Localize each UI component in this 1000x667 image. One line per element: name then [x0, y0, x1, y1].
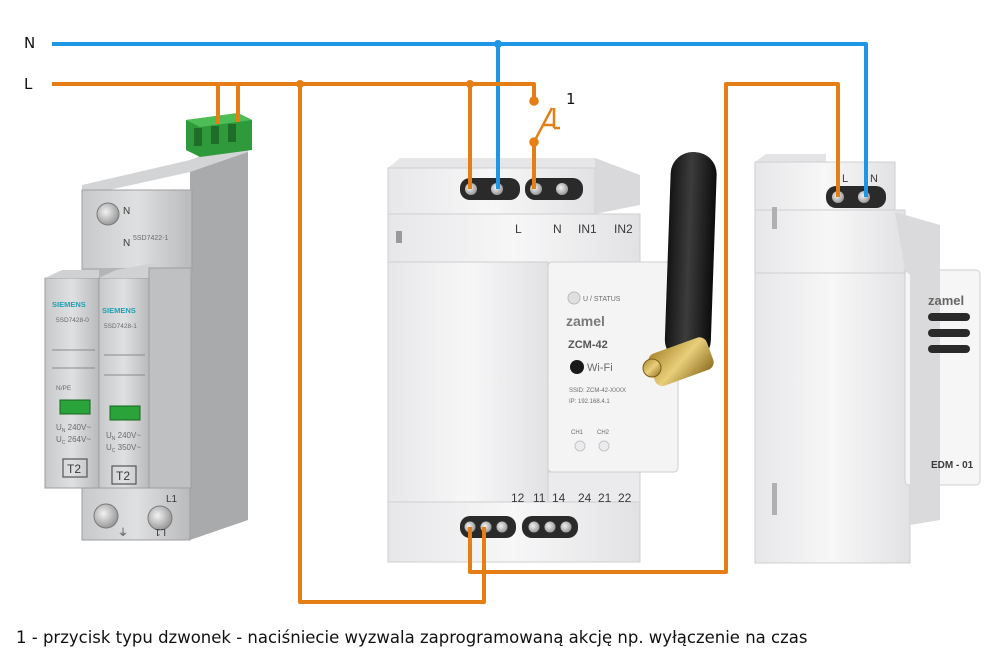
surge-l1-label: L1	[166, 494, 178, 505]
siemens-logo-right: SIEMENS	[102, 306, 136, 315]
surge-top-n2-label: N	[123, 238, 130, 249]
line-junction-2	[466, 80, 474, 88]
surge-left-model: 5SD7428-0	[56, 317, 89, 324]
surge-left-r1: U	[56, 423, 62, 432]
surge-left-r2-val: 264V~	[65, 435, 91, 444]
zcm-terminal-12: 12	[511, 491, 525, 505]
ch2-label: CH2	[597, 430, 610, 436]
zamel-logo-controller: zamel	[566, 313, 605, 329]
surge-left-r1-sub: N	[62, 428, 66, 434]
ch2-led	[598, 440, 610, 452]
speaker-slot-3	[928, 345, 970, 353]
surge-left-npe: N/PE	[56, 385, 72, 392]
ch1-label: CH1	[571, 430, 584, 436]
svg-text:UC 264V~: UC 264V~	[56, 435, 91, 446]
zcm-terminal-n: N	[553, 222, 562, 236]
edm-terminal-l: L	[842, 173, 848, 185]
zcm-terminal-l: L	[515, 222, 522, 236]
status-window-right	[109, 405, 141, 421]
status-led	[567, 291, 581, 305]
switch-number-label: 1	[566, 90, 576, 108]
line-wire	[52, 82, 840, 604]
surge-right-r2: U	[106, 443, 112, 452]
zcm-terminal-in2: IN2	[614, 222, 633, 236]
edm-01-doorbell: L N zamel EDM - 01	[754, 154, 981, 564]
ssid-label: SSID: ZCM-42-XXXX	[569, 388, 626, 394]
zcm-model-label: ZCM-42	[568, 339, 608, 351]
surge-right-r1-sub: N	[112, 436, 116, 442]
surge-l1-label-flipped: L1	[154, 526, 166, 537]
surge-left-r2-sub: C	[62, 440, 66, 446]
surge-left-r2: U	[56, 435, 62, 444]
doorbell-pushbutton-switch	[529, 96, 560, 147]
zcm-status-label: U / STATUS	[583, 296, 621, 303]
type-badge-left: T2	[67, 462, 81, 476]
zcm-terminal-14: 14	[552, 491, 566, 505]
surge-module-right: SIEMENS 5SD7428-1 UN 240V~ UC 350V~ T2	[98, 262, 192, 489]
surge-right-r2-val: 350V~	[115, 443, 141, 452]
zcm-terminal-21: 21	[598, 491, 612, 505]
wifi-label: Wi-Fi	[587, 362, 613, 374]
status-window-left	[59, 399, 91, 415]
edm-terminal-n: N	[870, 173, 878, 185]
zcm-terminal-in1: IN1	[578, 222, 597, 236]
surge-right-r1-val: 240V~	[115, 431, 141, 440]
surge-left-r1-val: 240V~	[65, 423, 91, 432]
type-badge-right: T2	[116, 469, 130, 483]
neutral-wire	[52, 42, 868, 197]
antenna-icon	[642, 152, 717, 386]
zamel-logo-doorbell: zamel	[928, 293, 964, 308]
surge-right-r2-sub: C	[112, 448, 116, 454]
speaker-slot-1	[928, 313, 970, 321]
zcm-terminal-22: 22	[618, 491, 632, 505]
zcm-terminal-24: 24	[578, 491, 592, 505]
ip-label: IP: 192.168.4.1	[569, 399, 610, 405]
surge-top-n-label: N	[123, 206, 130, 217]
line-junction-1	[296, 80, 304, 88]
edm-model-label: EDM - 01	[931, 460, 974, 471]
surge-right-model: 5SD7428-1	[104, 323, 137, 330]
svg-text:UN 240V~: UN 240V~	[56, 423, 91, 434]
ground-icon: ⏚	[118, 527, 128, 539]
svg-text:UC 350V~: UC 350V~	[106, 443, 141, 454]
surge-right-r1: U	[106, 431, 112, 440]
zcm-42-controller: L N IN1 IN2 U / STATUS zamel ZCM-42 Wi-F…	[387, 152, 717, 563]
siemens-logo-left: SIEMENS	[52, 300, 86, 309]
diagram-caption: 1 - przycisk typu dzwonek - naciśniecie …	[16, 628, 808, 647]
svg-text:UN 240V~: UN 240V~	[106, 431, 141, 442]
surge-top-model: 5SD7422-1	[133, 235, 169, 242]
line-wire-label: L	[24, 75, 33, 93]
wifi-button[interactable]	[570, 360, 584, 374]
speaker-slot-2	[928, 329, 970, 337]
ch1-led	[574, 440, 586, 452]
neutral-wire-label: N	[24, 34, 35, 52]
surge-module-left: SIEMENS 5SD7428-0 N/PE UN 240V~ UC 264V~…	[44, 270, 100, 489]
neutral-junction	[494, 40, 502, 48]
surge-protector: N N 5SD7422-1 SIEMENS 5SD7428-0 N/PE UN …	[44, 113, 252, 541]
zcm-terminal-11: 11	[533, 491, 546, 505]
